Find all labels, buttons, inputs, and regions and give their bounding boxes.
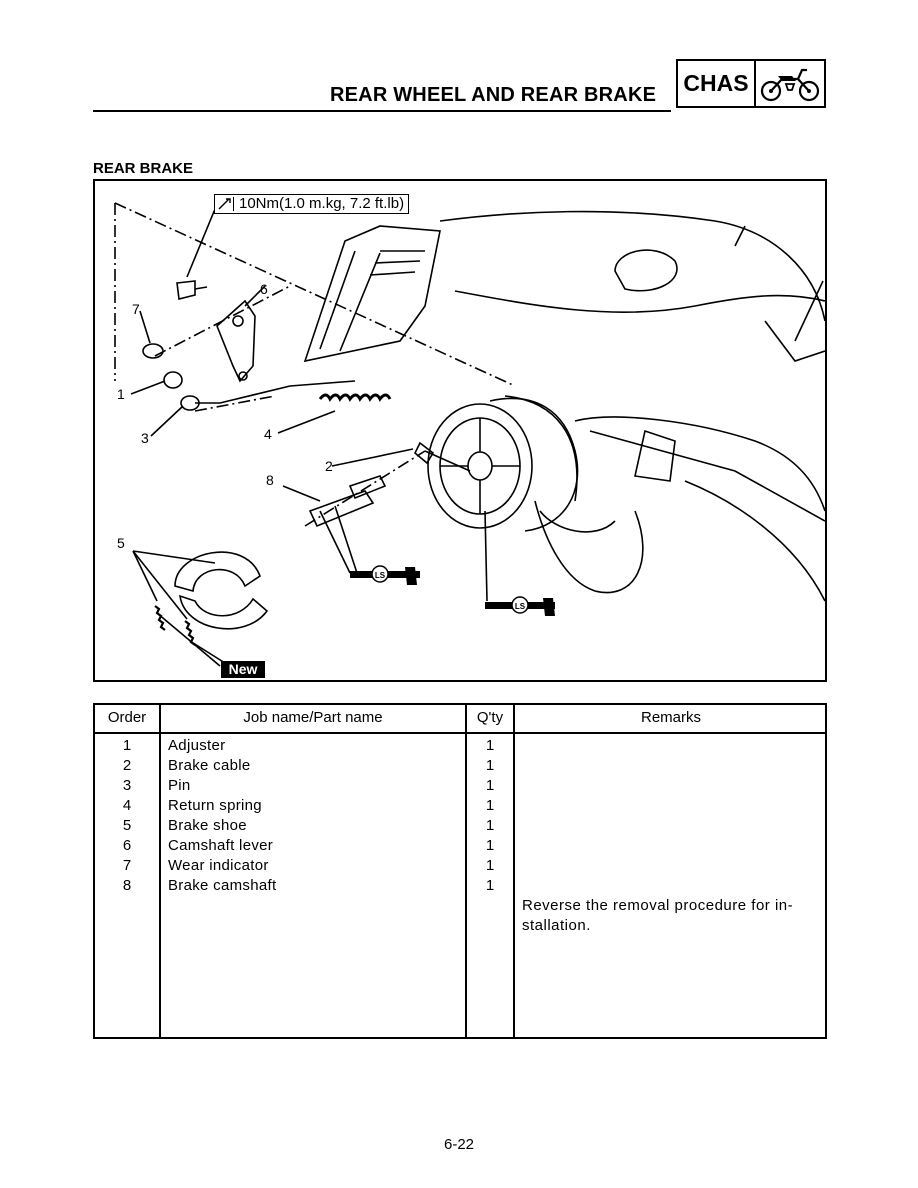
exploded-diagram: LS LS <box>93 179 827 682</box>
table-row: 3 Pin 1 <box>95 776 825 796</box>
table-row: 8 Brake camshaft 1 <box>95 876 825 896</box>
row-order: 8 <box>122 877 132 894</box>
parts-table: Order Job name/Part name Q'ty Remarks 1 … <box>93 703 827 1039</box>
remarks-text: Reverse the removal procedure for in- st… <box>522 896 824 936</box>
section-title: REAR BRAKE <box>93 160 194 177</box>
row-part-name: Wear indicator <box>168 857 269 874</box>
table-row: 7 Wear indicator 1 <box>95 856 825 876</box>
diagram-drawing: LS LS <box>114 202 825 667</box>
section-code: CHAS <box>678 61 756 106</box>
table-row: 6 Camshaft lever 1 <box>95 836 825 856</box>
column-divider <box>159 705 161 1037</box>
callout-5: 5 <box>117 535 125 551</box>
callout-1: 1 <box>117 386 125 402</box>
table-row: 5 Brake shoe 1 <box>95 816 825 836</box>
torque-spec: 10Nm(1.0 m.kg, 7.2 ft.lb) <box>214 194 410 214</box>
table-row: 4 Return spring 1 <box>95 796 825 816</box>
header-divider <box>95 732 825 734</box>
row-order: 5 <box>122 817 132 834</box>
header-part-name: Job name/Part name <box>243 709 383 726</box>
remarks-line-2: stallation. <box>522 917 591 934</box>
callout-2: 2 <box>325 458 333 474</box>
page-number: 6-22 <box>443 1136 475 1153</box>
header-qty: Q'ty <box>476 709 504 726</box>
callout-6: 6 <box>260 281 268 297</box>
column-divider <box>513 705 515 1037</box>
row-qty: 1 <box>485 817 495 834</box>
row-part-name: Return spring <box>168 797 262 814</box>
svg-text:LS: LS <box>375 571 386 580</box>
row-qty: 1 <box>485 797 495 814</box>
row-order: 6 <box>122 837 132 854</box>
header-rule <box>93 110 671 112</box>
table-row: 2 Brake cable 1 <box>95 756 825 776</box>
row-qty: 1 <box>485 857 495 874</box>
row-qty: 1 <box>485 777 495 794</box>
callout-8: 8 <box>266 472 274 488</box>
section-badge: CHAS <box>676 59 826 108</box>
row-qty: 1 <box>485 837 495 854</box>
new-part-badge: New <box>221 661 265 678</box>
row-order: 1 <box>122 737 132 754</box>
page-header-title: REAR WHEEL AND REAR BRAKE <box>330 84 657 106</box>
header-order: Order <box>107 709 147 726</box>
header-remarks: Remarks <box>640 709 701 726</box>
svg-text:LS: LS <box>515 602 526 611</box>
remarks-line-1: Reverse the removal procedure for in- <box>522 897 794 914</box>
row-order: 7 <box>122 857 132 874</box>
torque-wrench-icon <box>218 197 234 211</box>
row-qty: 1 <box>485 757 495 774</box>
row-part-name: Pin <box>168 777 191 794</box>
column-divider <box>465 705 467 1037</box>
row-order: 2 <box>122 757 132 774</box>
row-qty: 1 <box>485 737 495 754</box>
grease-gun-icon-b: LS <box>485 596 555 616</box>
row-order: 3 <box>122 777 132 794</box>
torque-spec-text: 10Nm(1.0 m.kg, 7.2 ft.lb) <box>239 195 405 212</box>
row-order: 4 <box>122 797 132 814</box>
row-part-name: Brake camshaft <box>168 877 277 894</box>
row-part-name: Adjuster <box>168 737 226 754</box>
callout-4: 4 <box>264 426 272 442</box>
row-part-name: Brake shoe <box>168 817 247 834</box>
callout-3: 3 <box>141 430 149 446</box>
row-part-name: Brake cable <box>168 757 251 774</box>
grease-gun-icon-a: LS <box>350 565 420 585</box>
row-part-name: Camshaft lever <box>168 837 274 854</box>
motorcycle-icon <box>756 61 824 106</box>
row-qty: 1 <box>485 877 495 894</box>
table-row: 1 Adjuster 1 <box>95 736 825 756</box>
callout-7: 7 <box>132 301 140 317</box>
